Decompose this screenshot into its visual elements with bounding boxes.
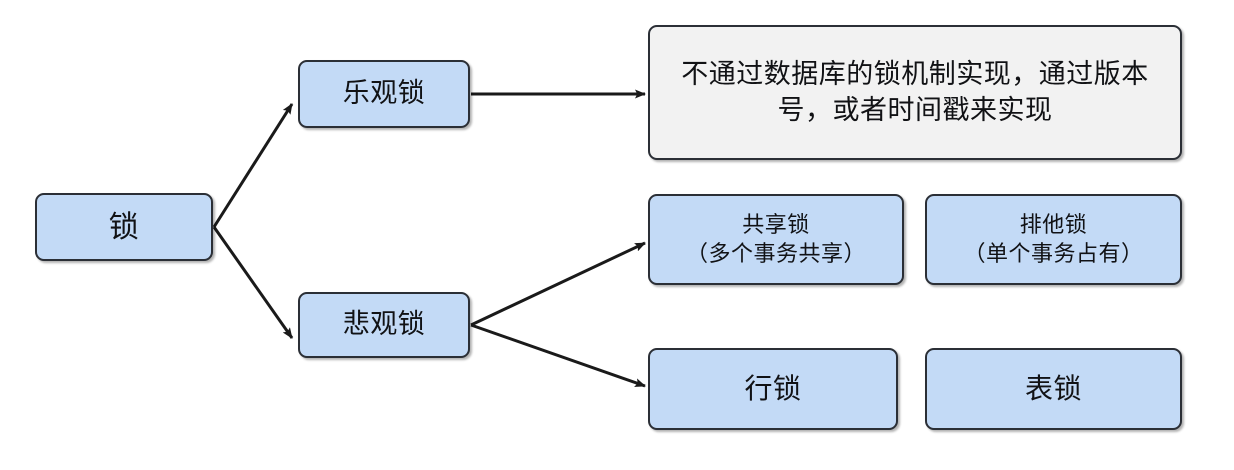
node-shared-lock[interactable]: 共享锁 （多个事务共享） — [648, 194, 904, 285]
node-exclusive-lock[interactable]: 排他锁 （单个事务占有） — [925, 194, 1182, 285]
edge-root-to-pessimistic — [212, 226, 294, 339]
node-lock-root[interactable]: 锁 — [35, 193, 213, 261]
node-row-lock[interactable]: 行锁 — [648, 348, 898, 430]
node-optimistic-lock-description: 不通过数据库的锁机制实现，通过版本号，或者时间戳来实现 — [648, 25, 1182, 160]
node-pessimistic-lock[interactable]: 悲观锁 — [298, 292, 470, 358]
node-table-lock[interactable]: 表锁 — [925, 348, 1182, 430]
node-optimistic-lock[interactable]: 乐观锁 — [298, 60, 470, 128]
edge-pessimistic-to-row-lock — [470, 323, 646, 388]
edge-pessimistic-to-shared — [470, 241, 646, 327]
edge-root-to-optimistic — [212, 103, 294, 228]
